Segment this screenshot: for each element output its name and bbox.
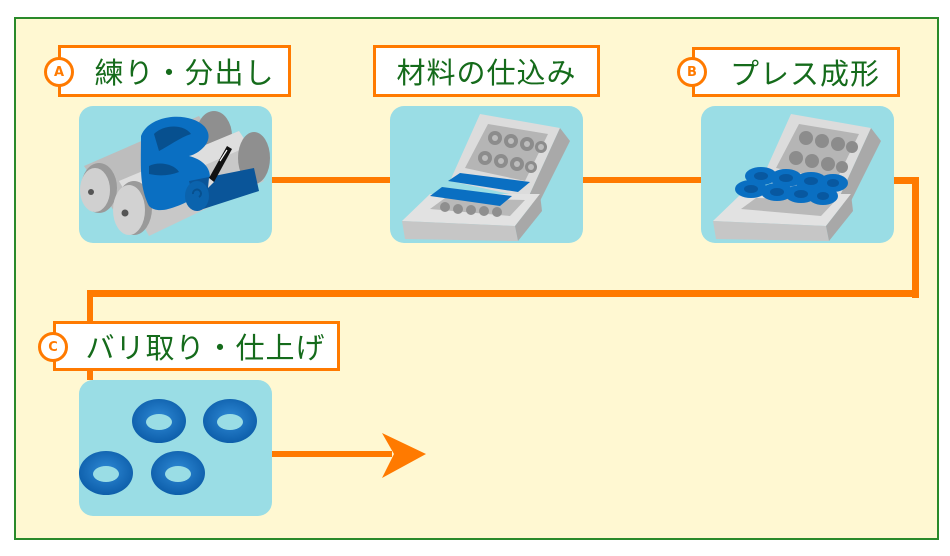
connector-b-right <box>894 177 919 184</box>
step-label-text: 材料の仕込み <box>396 56 577 90</box>
step-badge-b: B <box>677 57 707 87</box>
press-mold-icon <box>701 106 894 243</box>
mold-loading-icon <box>390 106 583 243</box>
o-ring <box>79 451 133 495</box>
step-label-a: 練り・分出し <box>58 45 291 97</box>
connector-right-down <box>912 177 919 298</box>
o-ring <box>203 399 257 443</box>
kneading-rollers-icon <box>79 106 272 243</box>
step-label-2: 材料の仕込み <box>373 45 600 97</box>
step-label-c: バリ取り・仕上げ <box>53 321 340 371</box>
step-label-text: プレス成形 <box>729 57 880 91</box>
step-badge-a: A <box>44 57 74 87</box>
step-label-text: 練り・分出し <box>94 56 275 90</box>
o-ring <box>132 399 186 443</box>
o-ring <box>151 451 205 495</box>
connector-c-out <box>272 451 392 457</box>
step-label-text: バリ取り・仕上げ <box>85 331 326 365</box>
o-rings-icon <box>79 380 272 516</box>
connector-return <box>87 290 919 297</box>
step-label-b: プレス成形 <box>692 47 900 97</box>
connector-a-to-2 <box>272 177 390 183</box>
connector-2-to-b <box>583 177 701 183</box>
arrow-right-icon <box>382 433 426 478</box>
step-badge-c: C <box>38 332 68 362</box>
